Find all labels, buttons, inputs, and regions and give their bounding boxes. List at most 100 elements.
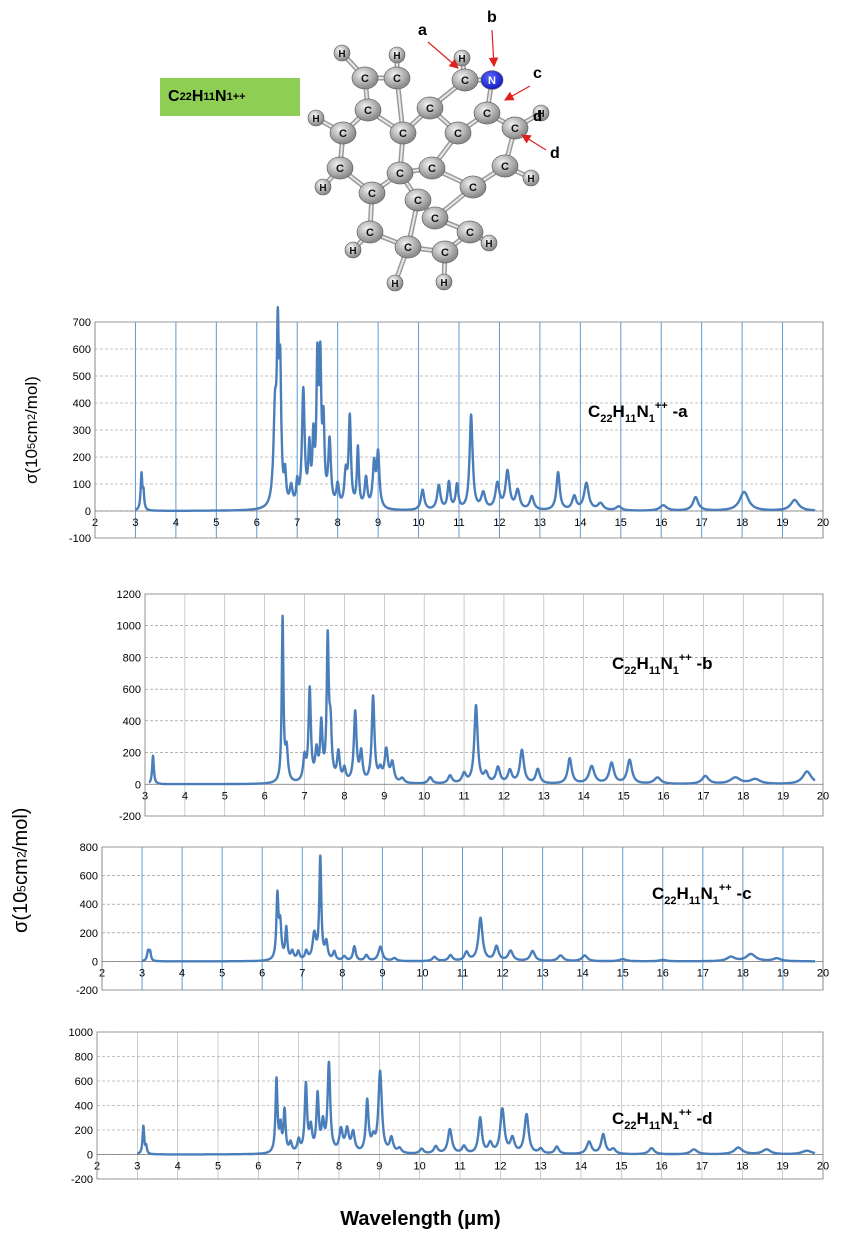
atom-label: C — [441, 247, 449, 259]
label-part: 22 — [624, 665, 636, 677]
grid — [94, 321, 824, 539]
x-tick-label: 4 — [179, 967, 185, 979]
x-tick-label: 19 — [777, 790, 789, 802]
atom-label: C — [428, 163, 436, 175]
label-part: 11 — [649, 1120, 661, 1132]
label-part: H — [677, 884, 689, 903]
carbon-atom — [326, 156, 354, 180]
x-tick-label: 9 — [376, 1161, 382, 1173]
label-part: 11 — [625, 413, 637, 425]
x-tick-label: 9 — [375, 517, 381, 529]
atom-label: C — [511, 123, 519, 135]
hydrogen-atom — [307, 109, 325, 127]
carbon-atom — [404, 188, 432, 212]
site-label: b — [487, 9, 497, 26]
label-part: ++ — [655, 400, 668, 412]
carbon-atom — [386, 161, 414, 185]
spectrum-line — [134, 305, 816, 513]
y-tick-label: 0 — [92, 956, 98, 968]
label-part: 22 — [664, 895, 676, 907]
y-tick-label: 0 — [135, 779, 141, 791]
y-tick-label: 800 — [75, 1052, 93, 1064]
x-tick-label: 6 — [255, 1161, 261, 1173]
atom-label: H — [338, 49, 345, 60]
atom-label: C — [483, 108, 491, 120]
carbon-atom — [431, 240, 459, 264]
site-arrow — [520, 134, 547, 151]
x-tick-label: 15 — [617, 967, 629, 979]
carbon-atom — [394, 235, 422, 259]
y-tick-label: 700 — [73, 317, 91, 329]
y-tick-label: 800 — [123, 652, 141, 664]
site-arrow — [503, 85, 531, 101]
label-part: -b — [692, 654, 713, 673]
carbon-atom — [459, 175, 487, 199]
carbon-atom — [473, 101, 501, 125]
label-part: -d — [692, 1109, 713, 1128]
atom-label: C — [396, 168, 404, 180]
x-tick-label: 3 — [134, 1161, 140, 1173]
hydrogen-atom — [532, 104, 550, 122]
hydrogen-atom — [314, 178, 332, 196]
atom-label: C — [426, 103, 434, 115]
atom-label: H — [537, 109, 544, 120]
x-tick-label: 16 — [657, 790, 669, 802]
x-tick-label: 5 — [215, 1161, 221, 1173]
hydrogen-atom — [388, 46, 406, 64]
spectrum-line — [147, 614, 816, 786]
x-tick-label: 5 — [219, 967, 225, 979]
hydrogen-atom — [344, 241, 362, 259]
x-tick-label: 19 — [777, 1161, 789, 1173]
atom-label: C — [461, 75, 469, 87]
y-tick-label: 400 — [75, 1101, 93, 1113]
hydrogen-atom — [333, 44, 351, 62]
label-part: N — [660, 654, 672, 673]
x-tick-label: 14 — [577, 967, 589, 979]
atom-label: C — [404, 242, 412, 254]
y-tick-label: 600 — [73, 344, 91, 356]
x-tick-label: 8 — [336, 1161, 342, 1173]
x-tick-label: 18 — [737, 790, 749, 802]
label-part: C — [612, 1109, 624, 1128]
x-tick-label: 7 — [296, 1161, 302, 1173]
atom-label: C — [501, 161, 509, 173]
label-part: N — [660, 1109, 672, 1128]
x-tick-label: 13 — [538, 790, 550, 802]
label-part: 1 — [673, 665, 679, 677]
x-tick-label: 11 — [453, 517, 464, 529]
atom-label: H — [349, 246, 356, 257]
spectrum-line — [141, 854, 816, 963]
y-tick-label: 500 — [73, 371, 91, 383]
x-tick-label: 18 — [736, 517, 748, 529]
x-tick-label: 7 — [294, 517, 300, 529]
x-axis-label: Wavelength (μm) — [340, 1208, 501, 1230]
x-tick-label: 3 — [132, 517, 138, 529]
label-part: C — [588, 402, 600, 421]
carbon-atom — [354, 98, 382, 122]
atom-label: H — [391, 279, 398, 290]
y-tick-label: 200 — [75, 1125, 93, 1137]
x-tick-label: 8 — [339, 967, 345, 979]
carbon-atom — [451, 68, 479, 92]
hydrogen-atom — [480, 234, 498, 252]
label-part: N — [700, 884, 712, 903]
atom-label: C — [336, 163, 344, 175]
site-label: a — [418, 22, 427, 39]
y-tick-label: 600 — [123, 684, 141, 696]
y-tick-label: 600 — [80, 871, 98, 883]
x-tick-label: 11 — [458, 790, 469, 802]
hydrogen-atom — [522, 169, 540, 187]
x-tick-label: 18 — [737, 967, 749, 979]
x-tick-label: 12 — [493, 517, 505, 529]
x-tick-label: 6 — [254, 517, 260, 529]
atom-label: C — [454, 128, 462, 140]
carbon-atom — [358, 181, 386, 205]
y-tick-label: -200 — [76, 985, 98, 997]
y-tick-label: 200 — [73, 452, 91, 464]
carbon-atom — [444, 121, 472, 145]
x-tick-label: 7 — [299, 967, 305, 979]
